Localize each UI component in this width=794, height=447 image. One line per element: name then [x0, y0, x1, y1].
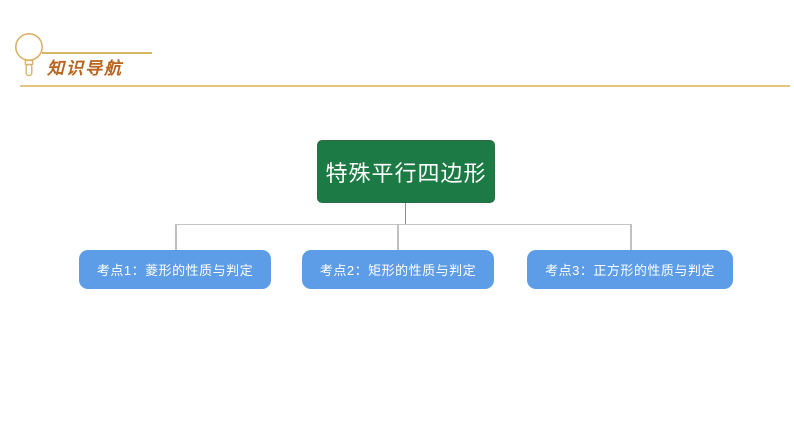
diagram-node-child-2[interactable]: 考点2：矩形的性质与判定	[302, 250, 494, 289]
diagram-node-root[interactable]: 特殊平行四边形	[317, 140, 495, 203]
header-rule-long	[20, 85, 790, 87]
magnifier-icon	[12, 31, 46, 77]
diagram-node-child-1[interactable]: 考点1：菱形的性质与判定	[79, 250, 271, 289]
page-title: 知识导航	[47, 59, 123, 78]
connector-drop-2	[397, 224, 399, 250]
connector-horizontal-bus	[175, 223, 631, 226]
connector-root-stem	[405, 203, 407, 224]
connector-drop-1	[175, 224, 177, 250]
header-rule-short	[42, 52, 152, 54]
diagram-node-child-3[interactable]: 考点3：正方形的性质与判定	[527, 250, 733, 289]
header-banner: 知识导航	[0, 0, 794, 95]
connector-drop-3	[630, 224, 632, 250]
